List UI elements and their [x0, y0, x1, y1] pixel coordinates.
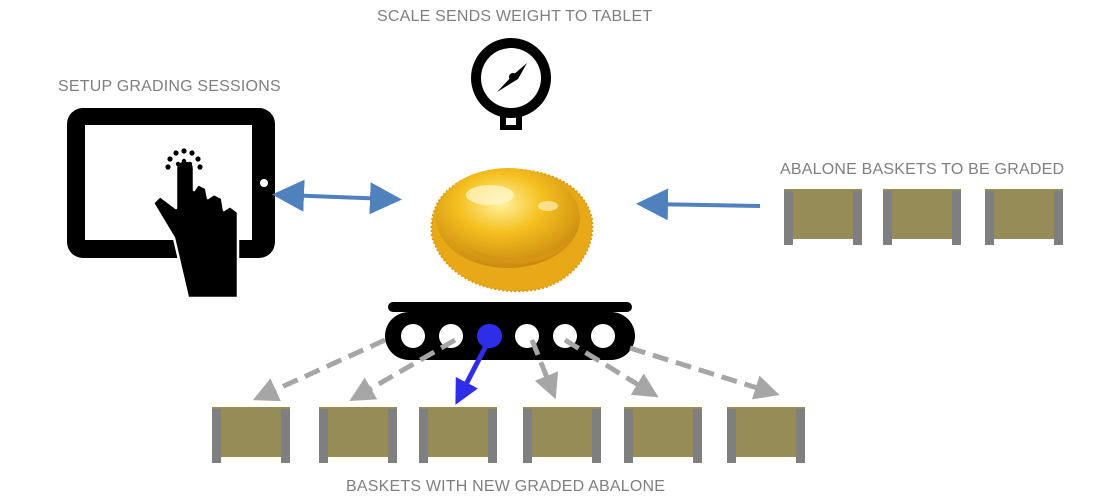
hand-icon — [151, 148, 240, 300]
incoming-basket-3 — [985, 189, 1063, 245]
graded-basket-1 — [212, 407, 290, 463]
graded-basket-5 — [624, 407, 702, 463]
tablet-scale-sync-arrow — [272, 179, 402, 215]
roller-6 — [591, 324, 615, 348]
sort-arrows — [252, 324, 780, 405]
sort-arrow-6 — [629, 345, 780, 400]
sort-arrow-4 — [529, 339, 559, 400]
active-sort-arrow — [455, 336, 493, 405]
gauge-icon — [471, 38, 551, 130]
sort-arrow-2 — [349, 337, 457, 401]
scale-label: SCALE SENDS WEIGHT TO TABLET — [377, 8, 653, 25]
graded-baskets-label: BASKETS WITH NEW GRADED ABALONE — [346, 478, 666, 495]
graded-basket-3 — [419, 407, 497, 463]
graded-basket-6 — [727, 407, 805, 463]
active-roller — [478, 324, 502, 348]
incoming-basket-1 — [784, 189, 862, 245]
graded-basket-4 — [523, 407, 601, 463]
roller-1 — [401, 324, 425, 348]
tablet-touch-icon — [67, 108, 275, 300]
sort-arrow-5 — [563, 337, 659, 398]
scale-platform — [388, 302, 632, 312]
graded-basket-2 — [319, 407, 397, 463]
incoming-basket-2 — [883, 189, 961, 245]
incoming-baskets-label: ABALONE BASKETS TO BE GRADED — [780, 161, 1065, 178]
abalone-image — [430, 168, 594, 293]
conveyor-roller-icon — [385, 312, 635, 360]
incoming-arrow — [636, 188, 761, 221]
roller-2 — [439, 324, 463, 348]
setup-label: SETUP GRADING SESSIONS — [58, 78, 281, 95]
incoming-baskets — [784, 189, 1063, 245]
graded-baskets — [212, 407, 805, 463]
sort-arrow-1 — [252, 337, 387, 402]
